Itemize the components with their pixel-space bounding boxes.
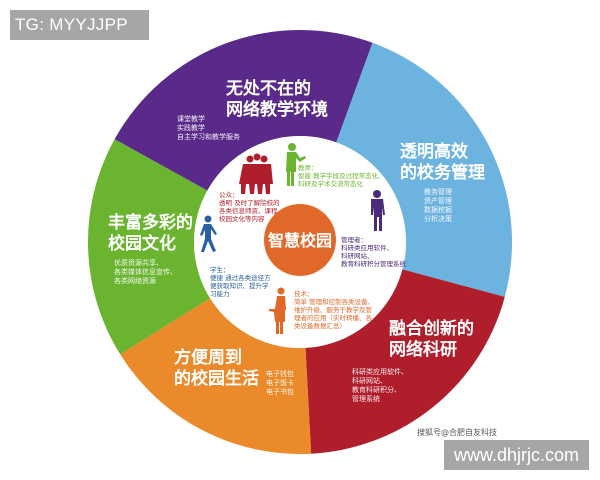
svg-text:管理者：: 管理者：: [341, 235, 367, 244]
svg-text:维护升级、服务于教学及管: 维护升级、服务于教学及管: [294, 305, 373, 314]
svg-text:习能力: 习能力: [210, 289, 230, 298]
watermark-bottom-right: www.dhjrjc.com: [444, 440, 589, 470]
teaching-item: 实践教学: [177, 123, 205, 132]
culture-item: 优质资源共享、: [114, 258, 163, 267]
student-silhouette-icon: [200, 215, 217, 252]
public-group-silhouette-icon: [239, 153, 273, 194]
management-title-2: 的校务管理: [400, 162, 485, 183]
research-item: 科研网站、: [352, 376, 387, 385]
segment-teaching: [114, 30, 373, 191]
life-title-2: 的校园生活: [174, 368, 259, 389]
watermark-top-left: TG: MYYJJPP: [10, 10, 149, 40]
svg-text:便获取知识、提升学: 便获取知识、提升学: [210, 281, 269, 290]
svg-text:公众：: 公众：: [219, 191, 239, 199]
svg-text:校园文化等内容: 校园文化等内容: [219, 214, 265, 223]
research-title-1: 融合创新的: [389, 318, 474, 339]
svg-text:智能 教学手段及过程常态化、: 智能 教学手段及过程常态化、: [298, 171, 385, 180]
center-circle: [264, 204, 336, 276]
research-title-2: 网络科研: [389, 339, 457, 360]
life-item: 电子钱包: [266, 369, 294, 378]
svg-text:科研网站、: 科研网站、: [341, 251, 374, 260]
technician-caption: 技术： 简单 管理和控制各类设备、 维护升级、服务于教学及管 理者的应用（实时转…: [294, 289, 374, 330]
teaching-item: 自主学习和教学服务: [177, 132, 240, 141]
svg-text:简单 管理和控制各类设备、: 简单 管理和控制各类设备、: [294, 297, 374, 306]
manager-caption: 管理者： 科研类应用软件、 科研网站、 教育科研积分管理系统: [341, 235, 407, 268]
svg-text:学生：: 学生：: [210, 265, 230, 274]
center-label: 智慧校园: [268, 231, 332, 250]
student-caption: 学生： 便捷 通过各类途径方 便获取知识、提升学 习能力: [210, 265, 271, 298]
source-credit: 搜狐号@合肥自友科技: [417, 428, 497, 437]
life-title-1: 方便周到: [174, 347, 242, 368]
life-item: 电子书包: [266, 387, 294, 396]
management-item: 分析决策: [424, 214, 452, 223]
research-item: 管理系统: [352, 394, 380, 403]
svg-text:各类信息师资、课程: 各类信息师资、课程: [219, 206, 278, 215]
teaching-title-2: 网络教学环境: [226, 99, 328, 120]
culture-item: 各类媒体信息宣传、: [114, 267, 177, 276]
culture-title-1: 丰富多彩的: [108, 212, 193, 233]
segment-life: [120, 298, 312, 454]
management-title-1: 透明高效: [400, 141, 468, 162]
svg-text:类设备数据汇总）: 类设备数据汇总）: [294, 321, 346, 330]
svg-text:教育科研积分管理系统: 教育科研积分管理系统: [341, 259, 407, 268]
research-item: 科研类应用软件、: [352, 367, 408, 376]
segment-culture: [88, 139, 211, 355]
svg-text:便捷 通过各类途径方: 便捷 通过各类途径方: [210, 273, 271, 282]
management-item: 教务管理: [424, 187, 452, 196]
svg-text:科研类应用软件、: 科研类应用软件、: [341, 243, 393, 252]
technician-silhouette-icon: [269, 287, 286, 334]
svg-text:科研及学术交流常态化: 科研及学术交流常态化: [298, 179, 364, 188]
segment-management: [336, 42, 513, 297]
public-caption: 公众： 透明 及时了解院校的 各类信息师资、课程 校园文化等内容: [219, 191, 280, 223]
manager-silhouette-icon: [371, 190, 385, 231]
management-item: 数据挖掘: [424, 205, 452, 214]
culture-title-2: 校园文化: [108, 233, 176, 254]
svg-text:透明 及时了解院校的: 透明 及时了解院校的: [219, 198, 280, 207]
research-item: 教育科研积分、: [352, 385, 401, 394]
life-item: 电子饭卡: [266, 378, 294, 387]
segment-research: [305, 269, 505, 454]
teaching-title-1: 无处不在的: [225, 78, 311, 99]
svg-text:技术：: 技术：: [294, 289, 314, 298]
teacher-silhouette-icon: [286, 143, 306, 186]
management-item: 资产管理: [424, 196, 452, 205]
svg-text:教师：: 教师：: [298, 163, 318, 172]
teacher-caption: 教师： 智能 教学手段及过程常态化、 科研及学术交流常态化: [298, 163, 385, 188]
teaching-item: 课堂教学: [177, 114, 205, 123]
svg-text:理者的应用（实时转播、各: 理者的应用（实时转播、各: [294, 313, 373, 322]
culture-item: 各类网络资源: [114, 276, 156, 285]
